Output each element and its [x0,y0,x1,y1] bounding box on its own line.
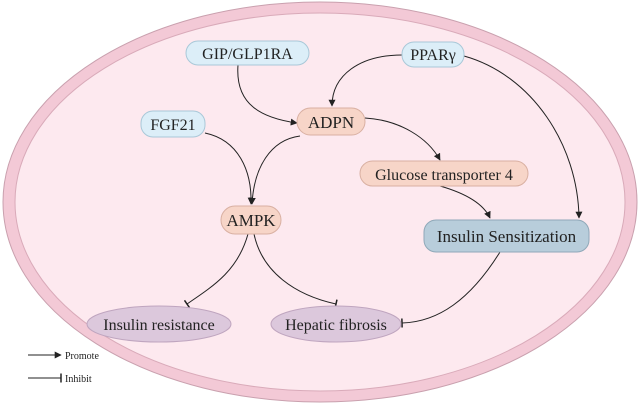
edge-glut4-sensitization [439,185,491,219]
node-glut4-label: Glucose transporter 4 [375,167,513,184]
edge-adpn-ampk [248,135,301,205]
node-adpn: ADPN [296,107,366,136]
node-fgf21-label: FGF21 [150,117,195,134]
node-fibrosis-label: Hepatic fibrosis [285,317,387,334]
node-resistance-label: Insulin resistance [103,317,215,334]
edge-ampk-fibrosis [253,233,338,309]
node-fgf21: FGF21 [140,110,206,138]
edge-ampk-resistance [183,233,249,309]
legend-inhibit-label: Inhibit [65,374,92,385]
edge-ppar-sensitization [463,55,583,219]
cell-inner-membrane [14,12,626,392]
node-ampk-label: AMPK [226,211,276,230]
edge-sensitization-fibrosis [401,251,501,328]
node-insulin-resistance: Insulin resistance [86,305,232,343]
edge-adpn-glut4 [364,117,441,161]
legend: Promote Inhibit [28,351,99,385]
edge-ppar-adpn [328,54,403,107]
edge-gip-adpn [237,64,298,126]
node-gip-label: GIP/GLP1RA [202,46,293,63]
node-ppar-gamma: PPARγ [401,41,465,68]
node-adpn-label: ADPN [308,113,354,132]
node-sensitization-label: Insulin Sensitization [437,227,577,246]
node-glucose-transporter-4: Glucose transporter 4 [359,160,529,187]
legend-promote-label: Promote [65,351,99,362]
node-ppar-label: PPARγ [410,47,456,64]
node-gip-glp1ra: GIP/GLP1RA [185,40,310,66]
edge-fgf21-ampk [204,132,255,205]
node-hepatic-fibrosis: Hepatic fibrosis [270,305,402,343]
edges [183,54,583,328]
node-insulin-sensitization: Insulin Sensitization [423,219,590,253]
node-ampk: AMPK [220,205,282,235]
